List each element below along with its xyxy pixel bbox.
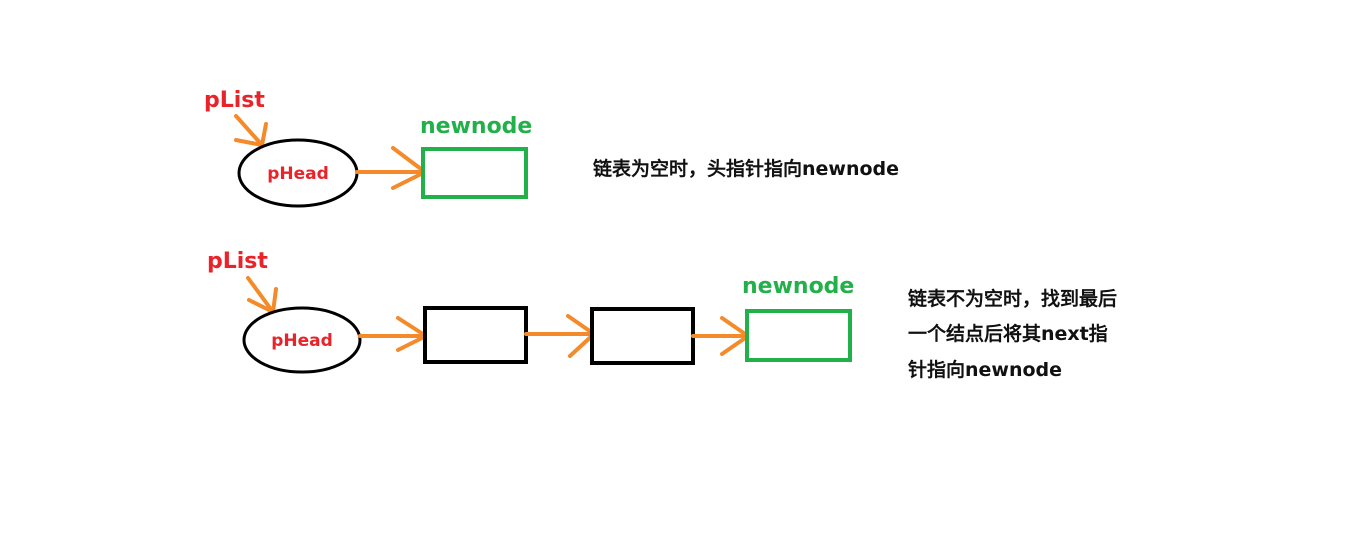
nonempty-case-note-line-1: 链表不为空时，找到最后 (908, 287, 1117, 310)
list-node-2 (590, 307, 695, 365)
plist-to-phead-arrow (234, 114, 268, 147)
newnode-label: newnode (420, 114, 532, 139)
phead-node (242, 306, 362, 374)
empty-list-case: pList pHead newnode 链表为空时，头指针指向newnode (204, 88, 899, 208)
empty-case-note: 链表为空时，头指针指向newnode (593, 157, 899, 180)
list-node-1 (423, 306, 528, 364)
newnode-box (745, 309, 852, 362)
phead-to-node1-arrow (358, 316, 428, 352)
plist-to-phead-arrow (246, 276, 278, 314)
phead-label: pHead (271, 331, 333, 351)
plist-label: pList (207, 249, 268, 274)
nonempty-case-note-line-3: 针指向newnode (908, 358, 1062, 381)
plist-label: pList (204, 88, 265, 113)
phead-to-newnode-arrow (355, 146, 427, 190)
phead-label: pHead (267, 164, 329, 184)
node1-to-node2-arrow (524, 314, 596, 358)
nonempty-case-note-line-2: 一个结点后将其next指 (908, 322, 1108, 345)
newnode-box (421, 147, 528, 199)
newnode-label: newnode (742, 274, 854, 299)
node2-to-newnode-arrow (691, 316, 750, 356)
nonempty-list-case: pList pHead newnode 链表不为空时，找到最后 一个结点后将其n… (207, 249, 1117, 381)
